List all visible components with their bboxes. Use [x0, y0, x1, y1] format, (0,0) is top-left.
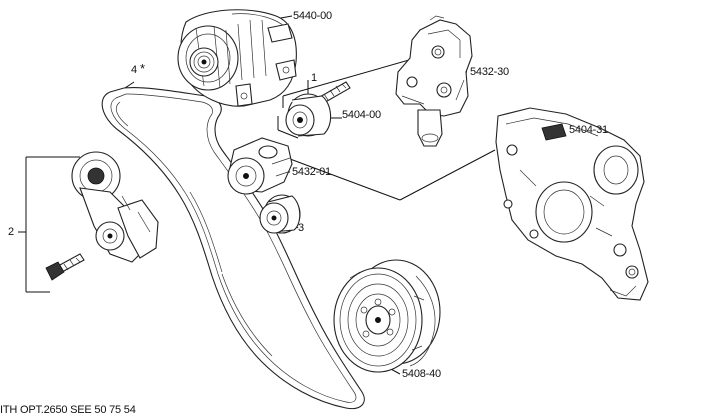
idler-pulley-icon [285, 93, 332, 137]
small-idler-pulley-icon [259, 194, 301, 234]
label-alternator: 5440-00 [293, 10, 332, 22]
label-timing-cover: 5404-31 [569, 124, 608, 136]
callout-4: 4 [131, 64, 137, 76]
label-tensioner-pulley: 5432-01 [292, 166, 331, 178]
label-idler-pulley: 5404-00 [342, 109, 381, 121]
alternator-icon [177, 9, 297, 107]
label-mounting-bracket: 5432-30 [470, 66, 509, 78]
poly-v-belt-icon [101, 87, 365, 410]
timing-cover-icon [495, 107, 649, 301]
callout-3: 3 [298, 222, 304, 234]
callout-4-asterisk: * [140, 61, 145, 76]
callout-1: 1 [311, 72, 317, 84]
crankshaft-damper-icon [333, 259, 441, 373]
label-crankshaft-damper: 5408-40 [402, 368, 441, 380]
callout-2: 2 [8, 226, 14, 238]
bolt-icon [45, 253, 85, 281]
mounting-bracket-icon [395, 15, 473, 147]
belt-tensioner-assembly-icon [71, 151, 159, 263]
footer-note: ITH OPT.2650 SEE 50 75 54 [0, 404, 136, 416]
tensioner-pulley-icon [227, 137, 293, 195]
